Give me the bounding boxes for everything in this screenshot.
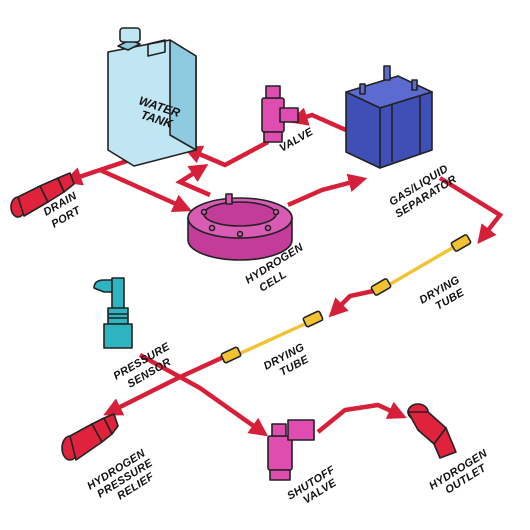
- pipes: [62, 107, 504, 437]
- inline-filter-tube-icon: [220, 310, 324, 364]
- jerrycan-tank-icon: [107, 27, 197, 167]
- pipe-cell-to-tank: [175, 163, 211, 198]
- water-tank[interactable]: WATER TANK: [107, 27, 197, 167]
- pressure-sensor-icon: [93, 277, 133, 349]
- pressure-sensor[interactable]: PRESSURE SENSOR: [93, 277, 173, 391]
- drain-port[interactable]: DRAIN PORT: [10, 172, 84, 231]
- fitting-port-icon: [407, 403, 457, 459]
- cylinder-separator-icon: [345, 65, 433, 169]
- relief-fitting-icon: [61, 413, 119, 461]
- drying-tube-upper[interactable]: DRYING TUBE: [370, 234, 472, 313]
- solenoid-valve-icon: [267, 419, 315, 481]
- shutoff-valve[interactable]: SHUTOFF VALVE: [267, 419, 339, 507]
- pipe-cell-to-separator: [287, 173, 368, 208]
- inline-filter-tube-icon: [370, 234, 472, 296]
- hydrogen-outlet[interactable]: HYDROGEN OUTLET: [407, 403, 490, 497]
- pipe-separator-to-drying-upper: [438, 176, 504, 244]
- hydrogen-pressure-relief[interactable]: HYDROGEN PRESSURE RELIEF: [61, 413, 156, 503]
- pipe-valve-to-tank: [183, 140, 270, 168]
- gas-liquid-separator[interactable]: GAS/LIQUID SEPARATOR: [345, 65, 459, 221]
- fitting-port-icon: [10, 172, 75, 218]
- valve-upper[interactable]: VALVE: [261, 85, 316, 155]
- solenoid-valve-icon: [261, 85, 299, 143]
- drying-tube-lower[interactable]: DRYING TUBE: [220, 310, 324, 379]
- pipe-separator-to-valve: [288, 107, 347, 133]
- pipe-shutoff-to-outlet: [316, 401, 407, 434]
- pipe-sensor-to-shutoff: [138, 353, 269, 437]
- pipe-tank-to-cell: [99, 167, 192, 212]
- hydrogen-cell[interactable]: HYDROGEN CELL: [187, 193, 306, 295]
- electrolysis-cell-icon: [187, 193, 293, 261]
- pipe-drying-upper-to-lower: [328, 287, 379, 318]
